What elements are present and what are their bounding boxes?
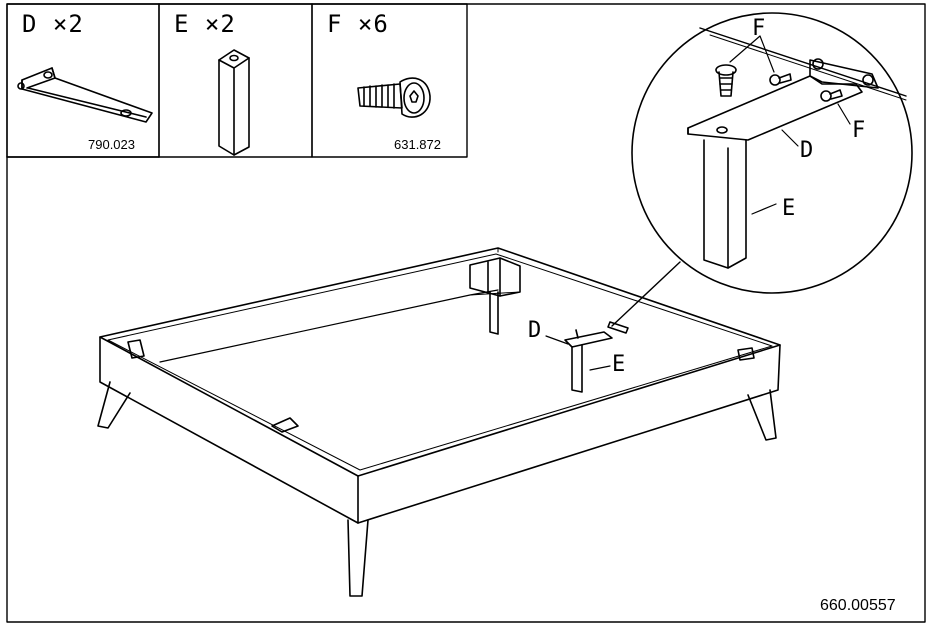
part-f-screw-drawing	[357, 77, 431, 118]
main-callout-e: E	[612, 352, 626, 377]
detail-leg-drawing	[703, 139, 747, 269]
part-e-label: E ×2	[174, 10, 236, 38]
figure-code: 660.00557	[820, 597, 896, 614]
detail-callout-d: D	[800, 138, 814, 163]
part-d-code: 790.023	[88, 137, 135, 152]
part-f-label: F ×6	[327, 10, 389, 38]
detail-leader	[611, 261, 681, 327]
detail-callout-e: E	[782, 196, 796, 221]
part-d-bracket-drawing	[17, 67, 153, 123]
part-e-leg-drawing	[218, 49, 250, 156]
part-d-label: D ×2	[22, 10, 84, 38]
detail-screw-drawing	[715, 64, 843, 102]
detail-circle	[631, 12, 913, 294]
detail-bracket-drawing	[687, 58, 879, 141]
page-border	[6, 3, 926, 623]
detail-callout-f-right: F	[852, 118, 866, 143]
bed-frame-drawing	[97, 247, 781, 597]
main-callout-d: D	[528, 318, 542, 343]
detail-callout-f-top: F	[752, 16, 766, 41]
part-f-code: 631.872	[394, 137, 441, 152]
part-box-f	[311, 3, 468, 158]
